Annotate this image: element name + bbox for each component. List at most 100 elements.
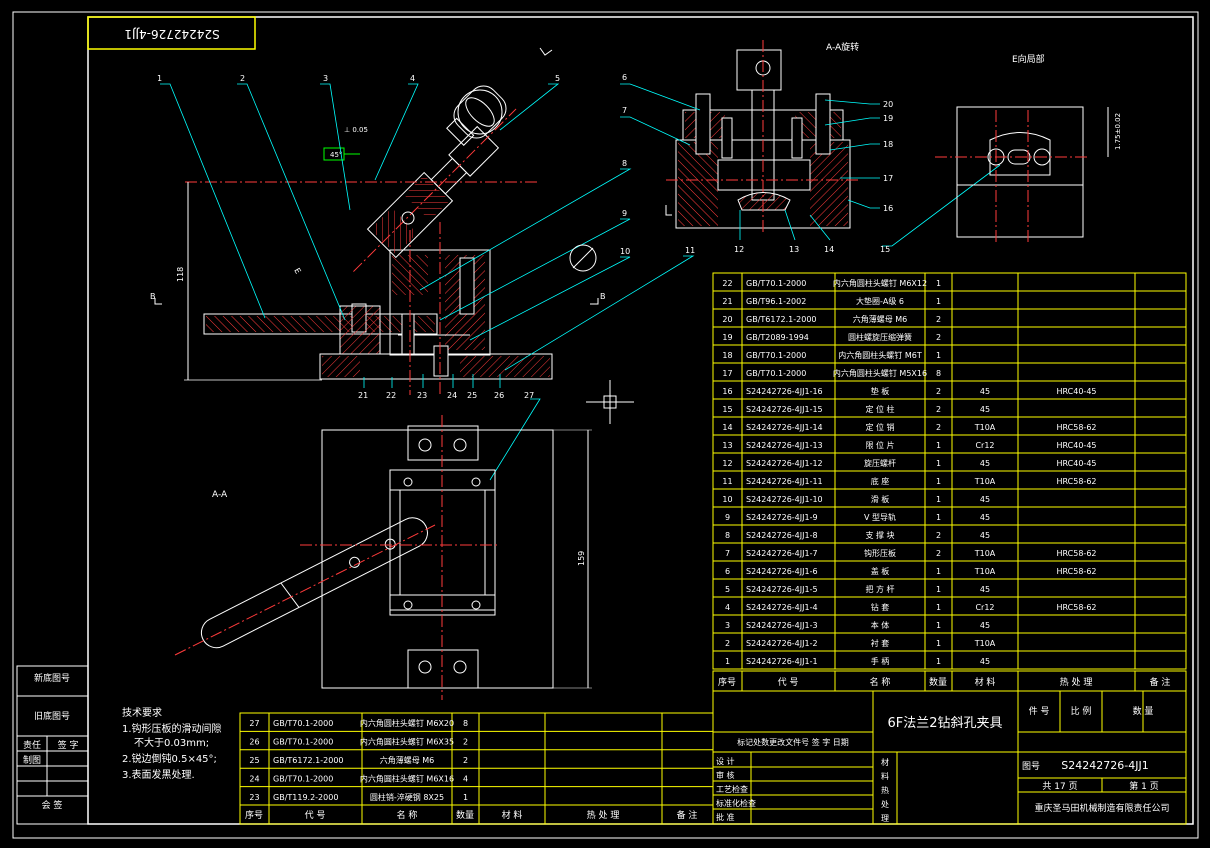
bom-right-cell-mat: Cr12 [975,441,994,450]
bom-right-cell-mat: 45 [980,657,990,666]
bom-right-cell-name: 内六角圆柱头螺钉 M6X12 [833,278,927,288]
left-panel-row2: 旧底图号 [34,710,70,722]
e-direction-mark: E [292,267,302,276]
bom-right-cell-no: 1 [725,657,730,666]
bom-right-cell-code: S24242726-4JJ1-12 [746,459,823,468]
hdr-name: 名 称 [870,676,891,688]
bom-right-cell-qty: 2 [936,531,941,540]
bom-right-cell-qty: 2 [936,423,941,432]
bom-right-cell-no: 4 [725,603,730,612]
bom-bottom-cell-name: 内六角圆柱头螺钉 M6X35 [360,737,454,747]
bom-right-cell-no: 16 [722,387,732,396]
tech-req-3: 3.表面发黑处理. [122,768,195,781]
bhdr-mat: 材 料 [502,809,523,821]
tb-drawing-no: S24242726-4JJ1 [1061,759,1148,772]
callout-5: 5 [555,74,560,83]
cut-mark-right: B [600,292,606,301]
tech-req-title: 技术要求 [122,706,162,719]
bom-right-cell-code: S24242726-4JJ1-8 [746,531,818,540]
bhdr-treat: 热 处 理 [587,809,620,821]
callout-15: 15 [880,245,890,254]
tb-drawing-no-label: 图号 [1022,761,1040,772]
bom-bottom-cell-qty: 4 [463,774,468,783]
bom-right-cell-mat: 45 [980,387,990,396]
bom-bottom-cell-code: GB/T70.1-2000 [273,719,333,728]
bom-right-cell-no: 11 [722,477,732,486]
bom-right-cell-name: 衬 套 [871,638,890,648]
bom-right-cell-code: S24242726-4JJ1-16 [746,387,823,396]
bom-right-cell-code: S24242726-4JJ1-10 [746,495,823,504]
bom-right-cell-qty: 1 [936,441,941,450]
bom-right-cell-qty: 1 [936,297,941,306]
inner-frame [87,16,1194,825]
tb-part-no-label: 件 号 [1029,705,1050,717]
tb-mat-3: 热 [881,785,889,795]
bom-bottom-cell-qty: 8 [463,719,468,728]
bom-right-cell-mat: T10A [974,477,996,486]
bom-right-cell-qty: 1 [936,351,941,360]
bom-header-labels: 序号 代 号 名 称 数量 材 料 热 处 理 备 注 [718,676,1170,688]
bom-right-cell-name: 盖 板 [871,566,890,576]
tb-company: 重庆圣马田机械制造有限责任公司 [1034,802,1169,814]
tb-material-vertical: 材 料 热 处 理 [881,757,889,823]
bhdr-no: 序号 [245,809,263,821]
bhdr-qty: 数量 [456,809,474,821]
bom-right-cell-name: 圆柱螺旋压缩弹簧 [848,332,912,342]
bom-right-cell-qty: 1 [936,603,941,612]
callout-9: 9 [622,209,627,218]
left-panel-row4: 会 签 [42,799,63,811]
bom-right-cell-code: S24242726-4JJ1-7 [746,549,818,558]
bom-right-cell-name: 旋压螺杆 [864,458,896,468]
bom-right-cell-mat: Cr12 [975,603,994,612]
title-block [712,690,1187,825]
bom-bottom-cell-code: GB/T70.1-2000 [273,738,333,747]
bom-right-cell-code: S24242726-4JJ1-6 [746,567,818,576]
bom-right-cell-qty: 1 [936,639,941,648]
bom-right-cell-name: 内六角圆柱头螺钉 M6T [838,350,922,360]
bom-right-cell-no: 9 [725,513,730,522]
bom-right-cell-qty: 1 [936,567,941,576]
bom-right-cell-qty: 1 [936,513,941,522]
callout-14: 14 [824,245,834,254]
bom-right-cell-name: 大垫圈-A级 6 [856,296,904,306]
callout-11: 11 [685,246,695,255]
bom-right-cell-name: 钻 套 [871,602,890,612]
callout-17: 17 [883,174,893,183]
bom-bottom-cell-no: 26 [249,738,259,747]
tb-mat-4: 处 [881,799,889,809]
bom-right-cell-code: S24242726-4JJ1-3 [746,621,818,630]
bom-right-cell-name: 垫 板 [871,386,890,396]
tb-scale-label: 比 例 [1071,705,1092,717]
bom-right-cell-qty: 2 [936,315,941,324]
hdr-no: 序号 [718,676,736,688]
dim-118: 118 [176,267,185,282]
callout-4: 4 [410,74,415,83]
left-panel-row1: 新底图号 [34,672,70,684]
bom-right-cell-mat: 45 [980,495,990,504]
bom-bottom-cell-code: GB/T119.2-2000 [273,793,338,802]
stamp-box [87,16,256,50]
callout-23: 23 [417,391,427,400]
bom-right-cell-no: 5 [725,585,730,594]
bom-right-cell-treat: HRC58-62 [1056,603,1096,612]
bom-right-cell-code: GB/T6172.1-2000 [746,315,817,324]
tb-role-design: 设 计 [716,756,735,766]
bom-right-cell-name: 滑 板 [871,494,890,504]
bom-right-cell-no: 22 [722,279,732,288]
bom-right-cell-treat: HRC40-45 [1056,441,1096,450]
bom-right-cell-treat: HRC58-62 [1056,423,1096,432]
bom-right-cell-mat: T10A [974,639,996,648]
bom-right-cell-treat: HRC58-62 [1056,477,1096,486]
bom-right-cell-code: GB/T70.1-2000 [746,279,806,288]
bom-right-cell-name: 六角薄螺母 M6 [853,314,908,324]
bom-right-cell-treat: HRC58-62 [1056,549,1096,558]
callout-24: 24 [447,391,457,400]
bom-right-cell-no: 21 [722,297,732,306]
bom-right-cell-name: 定 位 柱 [865,404,894,414]
bom-right-cell-no: 3 [725,621,730,630]
bom-right-cell-mat: T10A [974,567,996,576]
bom-right-cell-mat: 45 [980,621,990,630]
view-title-detail-e: E向局部 [1012,53,1045,65]
callout-26: 26 [494,391,504,400]
tb-sheet: 第 1 页 [1129,780,1158,792]
